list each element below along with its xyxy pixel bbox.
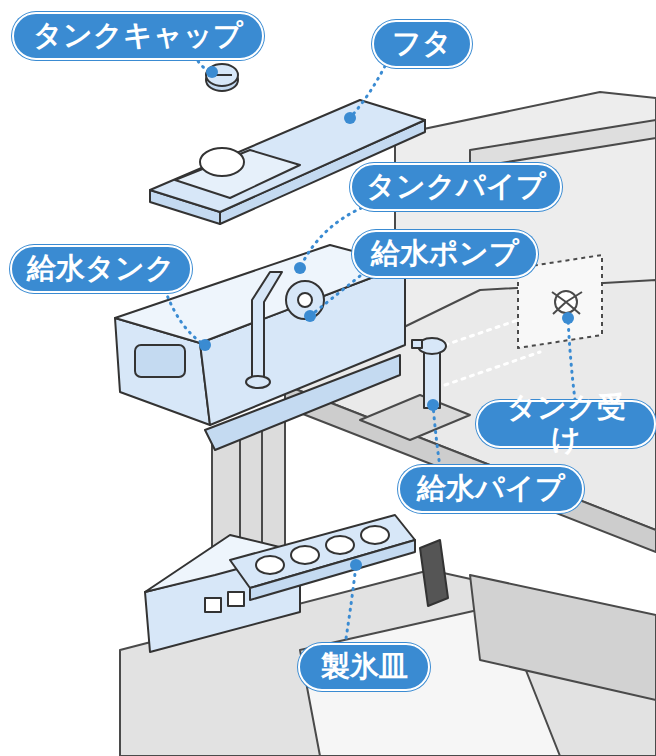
leader-line [165, 290, 205, 345]
tank-cap [206, 64, 238, 86]
tank-handle [135, 345, 185, 377]
receiver-fins [552, 292, 582, 314]
pump-hub [298, 293, 312, 307]
lid-hole [200, 148, 244, 176]
callout-label: タンクパイプ [350, 163, 562, 211]
part-name: 給水タンク [27, 253, 175, 285]
ice-cup [256, 556, 284, 574]
callout-label: 給水ポンプ [352, 230, 538, 278]
tank-base [205, 355, 400, 450]
part-name: 給水パイプ [417, 473, 565, 505]
shelf-edge [285, 385, 656, 552]
tank-pipe [252, 272, 282, 382]
guide-line [445, 320, 518, 345]
ice-cup [361, 526, 389, 544]
part-name: フタ [392, 28, 452, 60]
leader-dot [562, 312, 574, 324]
shelf-slot [360, 395, 470, 440]
part-name: タンクパイプ [366, 171, 546, 203]
upper-rail [470, 120, 656, 168]
leader-dot [350, 559, 362, 571]
part-name: タンク受け [492, 392, 640, 456]
side-panel [470, 575, 656, 700]
callout-label: 給水タンク [10, 245, 192, 293]
leader-line [350, 66, 385, 118]
ice-cup [291, 546, 319, 564]
leader-dot [206, 66, 218, 78]
leader-line [310, 276, 360, 316]
leader-dot [304, 310, 316, 322]
ice-lever [420, 540, 448, 606]
tray-vent [228, 592, 244, 606]
leader-dot [344, 112, 356, 124]
leader-dot [294, 262, 306, 274]
guide-line [445, 352, 540, 385]
ice-cup [326, 536, 354, 554]
callout-label: フタ [372, 20, 472, 68]
callout-label: 製氷皿 [298, 643, 430, 691]
leader-line [568, 318, 575, 400]
part-name: 製氷皿 [321, 651, 408, 683]
callout-label: タンクキャップ [12, 12, 264, 60]
leader-line [433, 405, 440, 467]
pipe-spout [412, 340, 422, 348]
leader-dot [427, 399, 439, 411]
tray-vent [205, 598, 221, 612]
leader-line [345, 565, 356, 645]
callout-label: 給水パイプ [398, 465, 584, 513]
pipe-base [246, 376, 270, 388]
part-name: タンクキャップ [33, 20, 243, 52]
part-name: 給水ポンプ [371, 238, 519, 270]
leader-dot [199, 339, 211, 351]
callout-label: タンク受け [476, 400, 656, 448]
